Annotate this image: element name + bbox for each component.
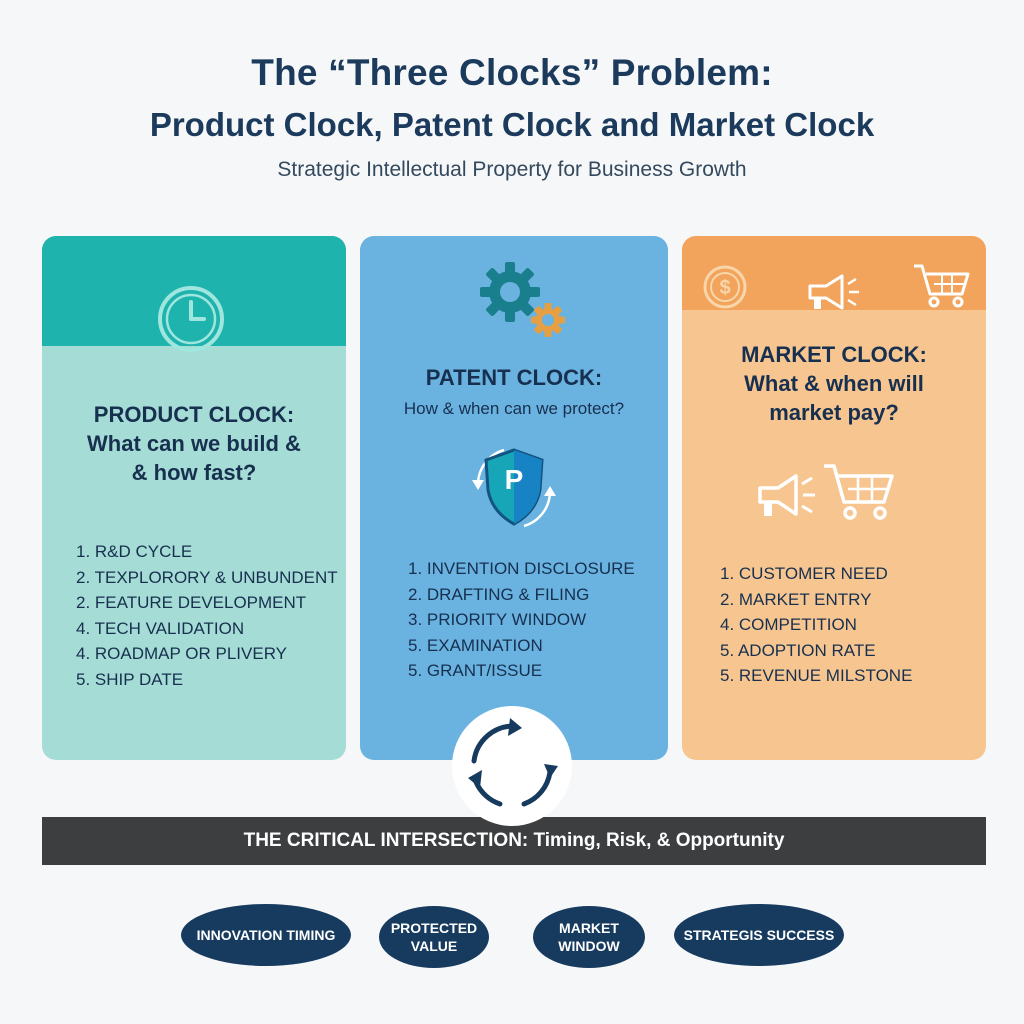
patent-clock-title: PATENT CLOCK:	[425, 365, 603, 390]
critical-intersection-label: THE CRITICAL INTERSECTION: Timing, Risk,…	[243, 830, 785, 851]
list-item: 1. INVENTION DISCLOSURE	[408, 559, 635, 578]
shopping-cart-icon	[914, 264, 970, 308]
list-item: 2. FEATURE DEVELOPMENT	[76, 593, 307, 612]
shield-icon: P	[464, 440, 564, 536]
megaphone-icon	[808, 274, 859, 310]
strategic-success-pill: STRATEGIS SUCCESS	[674, 904, 844, 966]
clock-icon	[158, 286, 224, 352]
svg-text:$: $	[719, 277, 730, 299]
cycle-arrows-icon	[468, 718, 558, 807]
shield-letter: P	[504, 464, 524, 495]
protected-value-pill: PROTECTED VALUE	[379, 906, 489, 968]
pill-line1: INNOVATION TIMING	[196, 927, 336, 943]
shopping-cart-icon	[824, 464, 894, 520]
market-clock-question-line2: market pay?	[769, 400, 899, 425]
market-clock-title: MARKET CLOCK:	[741, 342, 927, 367]
product-clock-question: What can we build &	[87, 431, 301, 456]
pill-line1: MARKET	[559, 920, 619, 936]
patent-clock-question: How & when can we protect?	[403, 399, 625, 418]
list-item: 5. EXAMINATION	[408, 635, 543, 655]
patent-clock-panel: PATENT CLOCK: How & when can we protect?…	[360, 236, 668, 760]
pill-line1: PROTECTED	[390, 920, 478, 936]
innovation-timing-pill: INNOVATION TIMING	[181, 904, 351, 966]
pill-line2: VALUE	[410, 938, 458, 954]
page-title: The “Three Clocks” Problem:	[251, 52, 773, 93]
list-item: 1. CUSTOMER NEED	[720, 564, 888, 583]
list-item: 5. REVENUE MILSTONE	[720, 666, 913, 685]
pill-line2: WINDOW	[558, 938, 620, 954]
pill-line1: STRATEGIS SUCCESS	[683, 927, 835, 943]
list-item: 5. GRANT/ISSUE	[408, 661, 543, 680]
list-item: 2. MARKET ENTRY	[720, 589, 872, 609]
cycle-connector	[452, 706, 572, 826]
dollar-coin-icon: $	[703, 265, 747, 309]
page-subtitle: Strategic Intellectual Property for Busi…	[277, 158, 747, 181]
market-clock-panel: $ MARKET CLOCK: What & when will market …	[682, 236, 986, 760]
list-item: 4. ROADMAP OR PLIVERY	[76, 644, 287, 663]
market-clock-question: What & when will	[744, 371, 924, 396]
market-clock-list: 1. CUSTOMER NEED 2. MARKET ENTRY 4. COMP…	[720, 561, 912, 689]
list-item: 3. PRIORITY WINDOW	[408, 610, 587, 629]
product-panel-header-band	[42, 236, 346, 346]
product-clock-question-line2: & how fast?	[131, 460, 257, 485]
list-item: 4. TECH VALIDATION	[76, 618, 245, 638]
list-item: 1. R&D CYCLE	[76, 542, 193, 561]
product-clock-title: PRODUCT CLOCK:	[93, 402, 295, 427]
market-window-pill: MARKET WINDOW	[533, 906, 645, 968]
list-item: 5. SHIP DATE	[76, 669, 184, 689]
list-item: 4. COMPETITION	[720, 615, 857, 634]
product-clock-panel: PRODUCT CLOCK: What can we build & & how…	[42, 236, 346, 760]
list-item: 2. TEXPLORORY & UNBUNDENT	[76, 567, 338, 587]
patent-clock-list: 1. INVENTION DISCLOSURE 2. DRAFTING & FI…	[408, 556, 635, 684]
gears-icon	[480, 262, 565, 337]
list-item: 5. ADOPTION RATE	[720, 640, 876, 660]
megaphone-icon	[758, 474, 815, 516]
list-item: 2. DRAFTING & FILING	[408, 584, 590, 604]
page-title-line2: Product Clock, Patent Clock and Market C…	[149, 106, 875, 143]
product-clock-list: 1. R&D CYCLE 2. TEXPLORORY & UNBUNDENT 2…	[76, 539, 338, 692]
